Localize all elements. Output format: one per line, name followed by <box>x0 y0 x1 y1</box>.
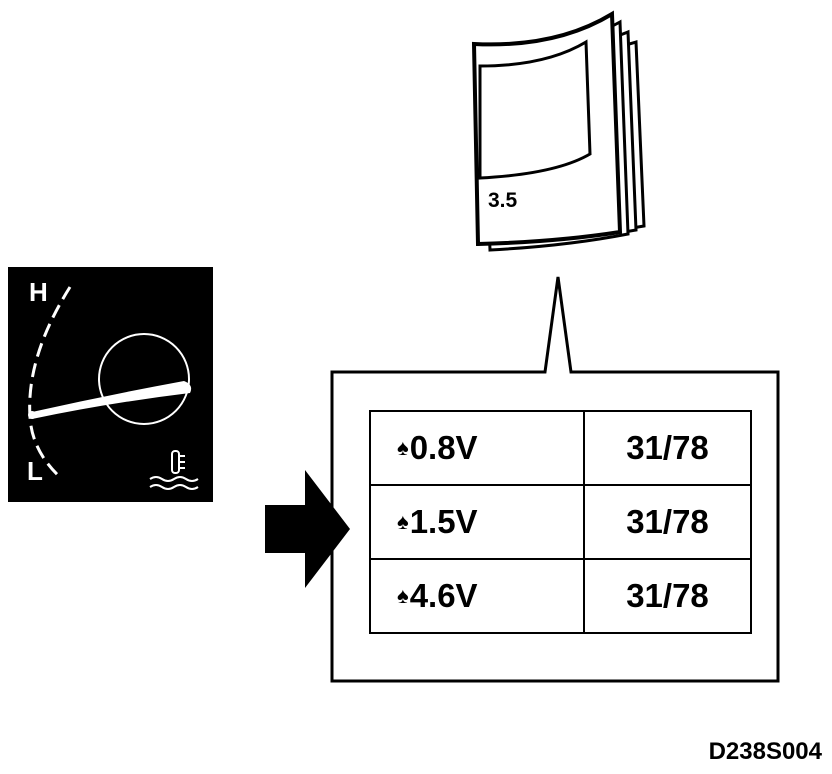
voltage-cell: ♠0.8V <box>369 410 585 486</box>
table-row: ♠1.5V 31/78 <box>369 484 752 560</box>
spade-icon: ♠ <box>397 435 409 460</box>
value-cell: 31/78 <box>583 484 752 560</box>
spade-icon: ♠ <box>397 509 409 534</box>
right-arrow-icon <box>265 470 350 588</box>
spade-icon: ♠ <box>397 583 409 608</box>
gauge-needle-icon <box>32 381 192 419</box>
value-cell: 31/78 <box>583 410 752 486</box>
voltage-value: 4.6V <box>409 577 478 614</box>
manual-page-ref: 3.5 <box>488 189 518 212</box>
coolant-temperature-icon <box>149 450 199 490</box>
voltage-cell: ♠1.5V <box>369 484 585 560</box>
voltage-value: 0.8V <box>409 429 478 466</box>
gauge-pivot-ring <box>98 333 190 425</box>
voltage-value: 1.5V <box>409 503 478 540</box>
voltage-cell: ♠4.6V <box>369 558 585 634</box>
gauge-low-label: L <box>27 456 43 486</box>
temperature-gauge <box>8 267 213 502</box>
value-cell: 31/78 <box>583 558 752 634</box>
gauge-high-label: H <box>29 277 48 307</box>
table-row: ♠0.8V 31/78 <box>369 410 752 486</box>
table-row: ♠4.6V 31/78 <box>369 558 752 634</box>
manual-book-icon <box>471 10 646 252</box>
drawing-code: D238S004 <box>708 738 822 765</box>
voltage-table: ♠0.8V 31/78 ♠1.5V 31/78 ♠4.6V 31/78 <box>369 410 752 634</box>
